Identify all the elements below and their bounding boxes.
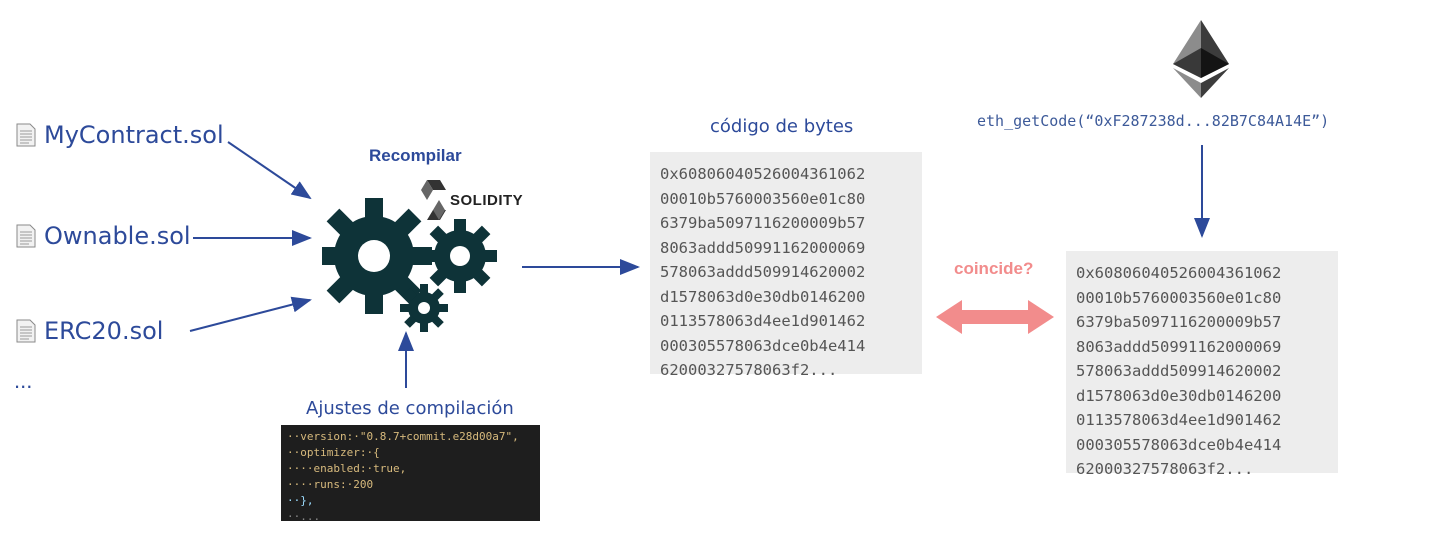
settings-line: ····runs:·200 [287,478,374,491]
eth-getcode-call: eth_getCode(“0xF287238d...82B7C84A14E”) [977,112,1330,130]
recompile-label: Recompilar [369,146,462,165]
solidity-icon [421,180,446,220]
bytecode-line: 62000327578063f2... [660,361,838,379]
bytecode-line: d1578063d0e30db0146200 [660,287,866,306]
bytecode-line: 0x6080604052600436106​2 [1076,264,1282,282]
bytecode-line: 000305578063dce0b4e414 [660,336,866,355]
file-erc20: ERC20.sol [16,317,163,345]
compare-arrow [936,300,1054,334]
bytecode-line: d1578063d0e30db0146200 [1076,386,1282,405]
document-icon [16,123,36,147]
settings-line: ··optimizer:·{ [287,446,380,459]
document-icon [16,224,36,248]
ethereum-icon [1173,20,1229,98]
gears-icon [322,198,497,332]
settings-line: ··... [287,510,321,523]
settings-line: ··}, [287,494,314,507]
solidity-wordmark: SOLIDITY [450,191,524,209]
bytecode-line: 578063addd509914620002 [1076,362,1282,380]
bytecode-line: 8063addd50991162000069 [660,238,866,257]
bytecode-line: 6379ba5097116200009b57 [1076,313,1282,331]
onchain-bytecode-box: 0x6080604052600436106​2 00010b5760003560… [1066,251,1338,478]
bytecode-line: 00010b5760003560e01c80 [660,189,866,208]
arrow-mycontract [227,141,312,200]
settings-title: Ajustes de compilación [306,398,514,419]
file-name: Ownable.sol [44,222,191,250]
bytecode-line: 0113578063d4ee1d901462 [1076,411,1282,429]
settings-line: ····enabled:·true, [287,462,407,475]
bytecode-line: 0113578063d4ee1d901462 [660,312,866,330]
bytecode-line: 578063addd509914620002 [660,263,866,281]
settings-code-panel: ··version:·"0.8.7+commit.e28d00a7", ··op… [281,425,540,523]
bytecode-line: 8063addd50991162000069 [1076,337,1282,356]
file-ownable: Ownable.sol [16,222,191,250]
bytecode-line: 000305578063dce0b4e414 [1076,435,1282,454]
compare-label: coincide? [954,259,1034,278]
settings-line: ··version:·"0.8.7+commit.e28d00a7", [287,430,519,443]
file-mycontract: MyContract.sol [16,121,224,149]
bytecode-line: 00010b5760003560e01c80 [1076,288,1282,307]
bytecode-title: código de bytes [710,116,854,137]
bytecode-line: 6379ba5097116200009b57 [660,214,866,232]
file-name: ERC20.sol [44,317,164,345]
solidity-logo: SOLIDITY [420,180,523,220]
arrow-erc20 [189,296,312,332]
bytecode-line: 0x608060405260043610​62 [660,165,866,183]
local-bytecode-box: 0x608060405260043610​62 00010b5760003560… [650,152,922,379]
bytecode-line: 62000327578063f2... [1076,460,1254,478]
document-icon [16,319,36,343]
file-name: MyContract.sol [44,121,224,149]
more-files-ellipsis: ... [14,368,33,393]
